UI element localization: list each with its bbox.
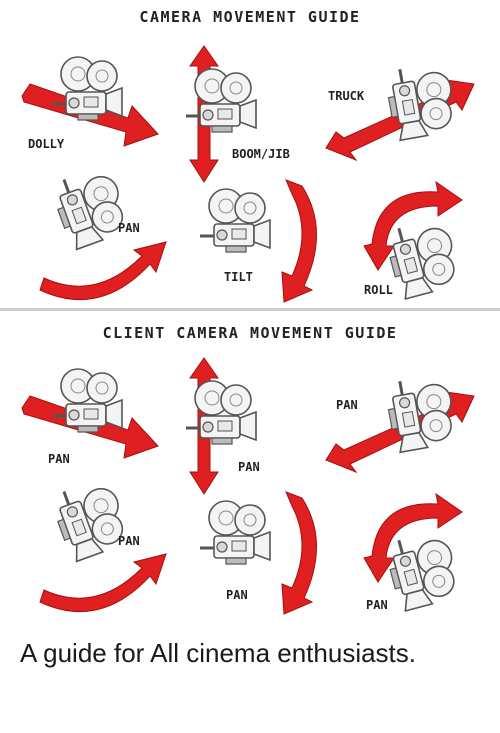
pan-arrow-icon: [39, 553, 167, 613]
boom-camera-icon: [184, 67, 258, 134]
label-roll-client: PAN: [366, 598, 388, 612]
label-tilt-client: PAN: [226, 588, 248, 602]
label-truck-client: PAN: [336, 398, 358, 412]
tilt-arrow-icon: [281, 179, 317, 303]
label-tilt: TILT: [224, 270, 253, 284]
guide-title: CAMERA MOVEMENT GUIDE: [139, 8, 361, 26]
label-dolly-client: PAN: [48, 452, 70, 466]
camera-movement-guide-panel: CAMERA MOVEMENT GUIDE DOLLY BOOM/JIB TRU…: [0, 0, 500, 308]
tilt-camera-icon: [198, 187, 272, 254]
label-boom: BOOM/JIB: [232, 147, 290, 161]
boom-camera-icon: [184, 379, 258, 446]
label-pan-client: PAN: [118, 534, 140, 548]
label-pan: PAN: [118, 221, 140, 235]
panel-divider: [0, 308, 500, 311]
pan-arrow-icon: [39, 241, 167, 301]
label-dolly: DOLLY: [28, 137, 65, 151]
label-truck: TRUCK: [328, 89, 365, 103]
caption-text: A guide for All cinema enthusiasts.: [20, 638, 417, 668]
movement-illustrations: [21, 45, 475, 303]
pan-camera-icon: [47, 161, 134, 253]
roll-camera-icon: [381, 214, 464, 302]
roll-arrow-icon: [363, 180, 463, 271]
tilt-arrow-icon: [281, 491, 317, 615]
guide-title-client: CLIENT CAMERA MOVEMENT GUIDE: [102, 324, 398, 342]
pan-camera-icon: [47, 473, 134, 565]
roll-arrow-icon: [363, 492, 463, 583]
client-camera-movement-guide-panel: CLIENT CAMERA MOVEMENT GUIDE PAN PAN PAN…: [0, 312, 500, 620]
roll-camera-icon: [381, 526, 464, 614]
tilt-camera-icon: [198, 499, 272, 566]
label-boom-client: PAN: [238, 460, 260, 474]
client-movement-illustrations: [21, 357, 475, 615]
label-roll: ROLL: [364, 283, 393, 297]
